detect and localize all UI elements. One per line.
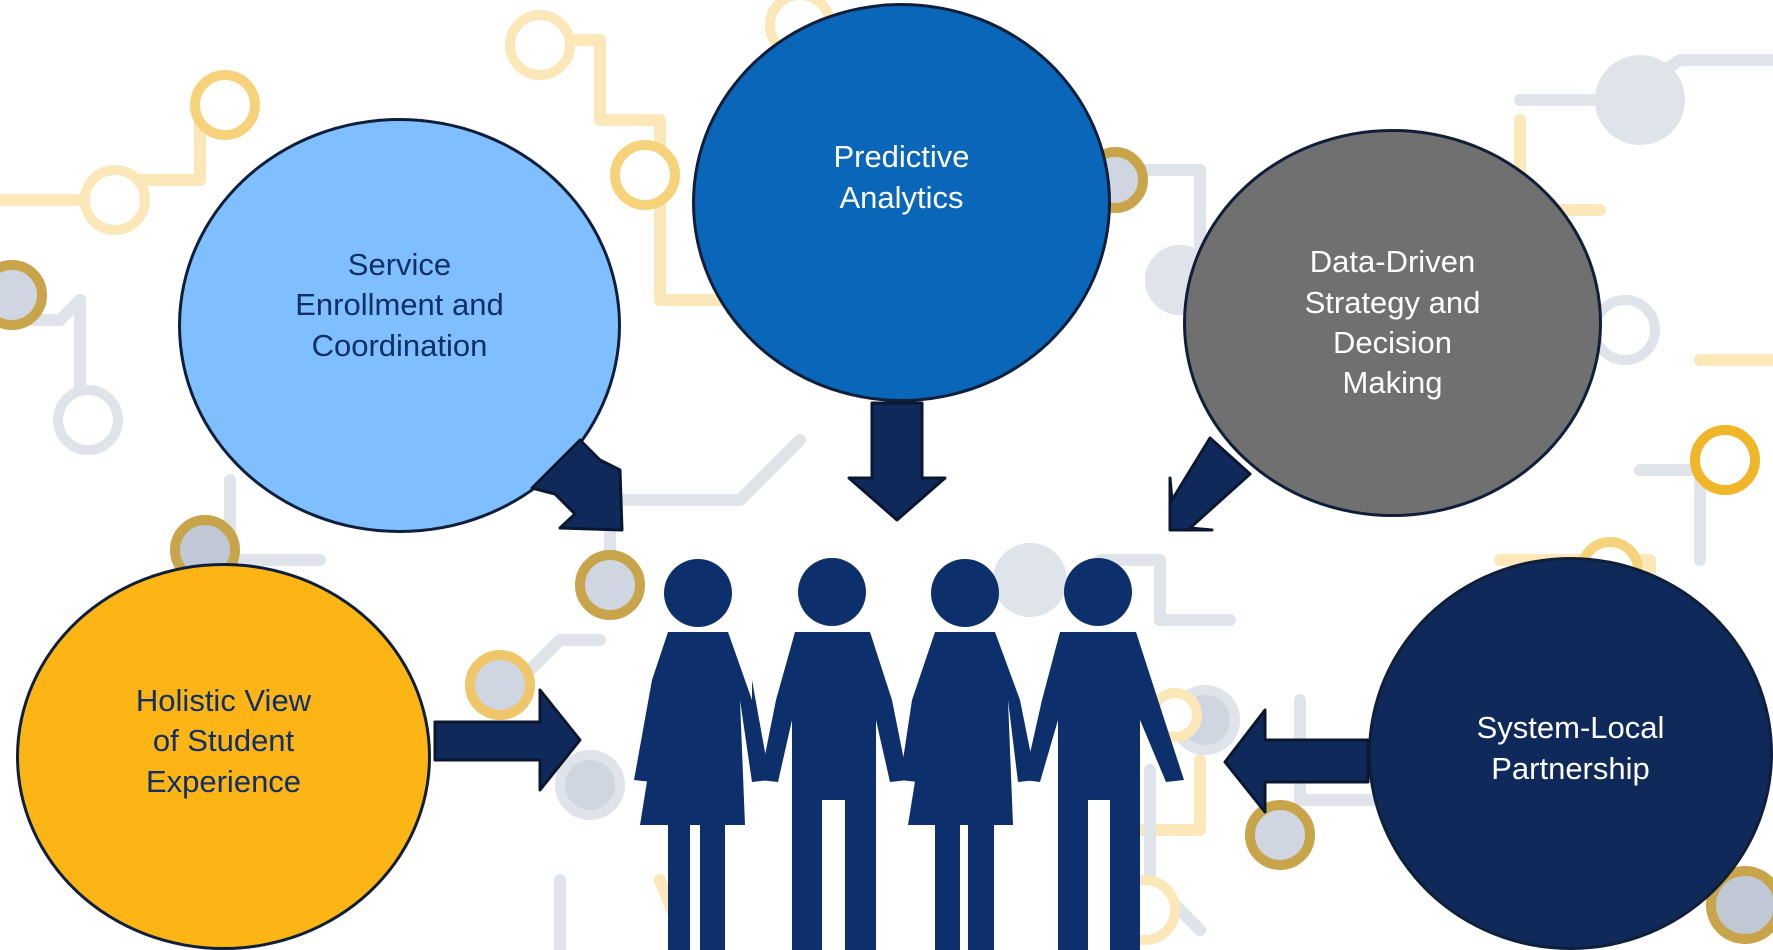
arrow-service [530,438,624,532]
service-enrollment-label: Service Enrollment and Coordination [295,247,504,363]
arrow-data-driven [1168,436,1252,532]
arrow-predictive [847,401,947,522]
arrow-holistic [433,688,582,792]
predictive-analytics-label: Predictive Analytics [833,139,970,215]
data-driven-label: Data-Driven Strategy and Decision Making [1304,244,1481,401]
holistic-view-label: Holistic View of Student Experience [135,683,312,799]
people-group-icon [634,558,1184,950]
arrow-system-local [1223,708,1370,814]
holistic-view-bubble: Holistic View of Student Experience [16,563,431,950]
system-local-label: System-Local Partnership [1476,710,1665,786]
data-driven-bubble: Data-Driven Strategy and Decision Making [1183,129,1602,517]
system-local-bubble: System-Local Partnership [1368,557,1773,950]
service-enrollment-bubble: Service Enrollment and Coordination [178,118,621,533]
predictive-analytics-bubble: Predictive Analytics [692,3,1111,402]
